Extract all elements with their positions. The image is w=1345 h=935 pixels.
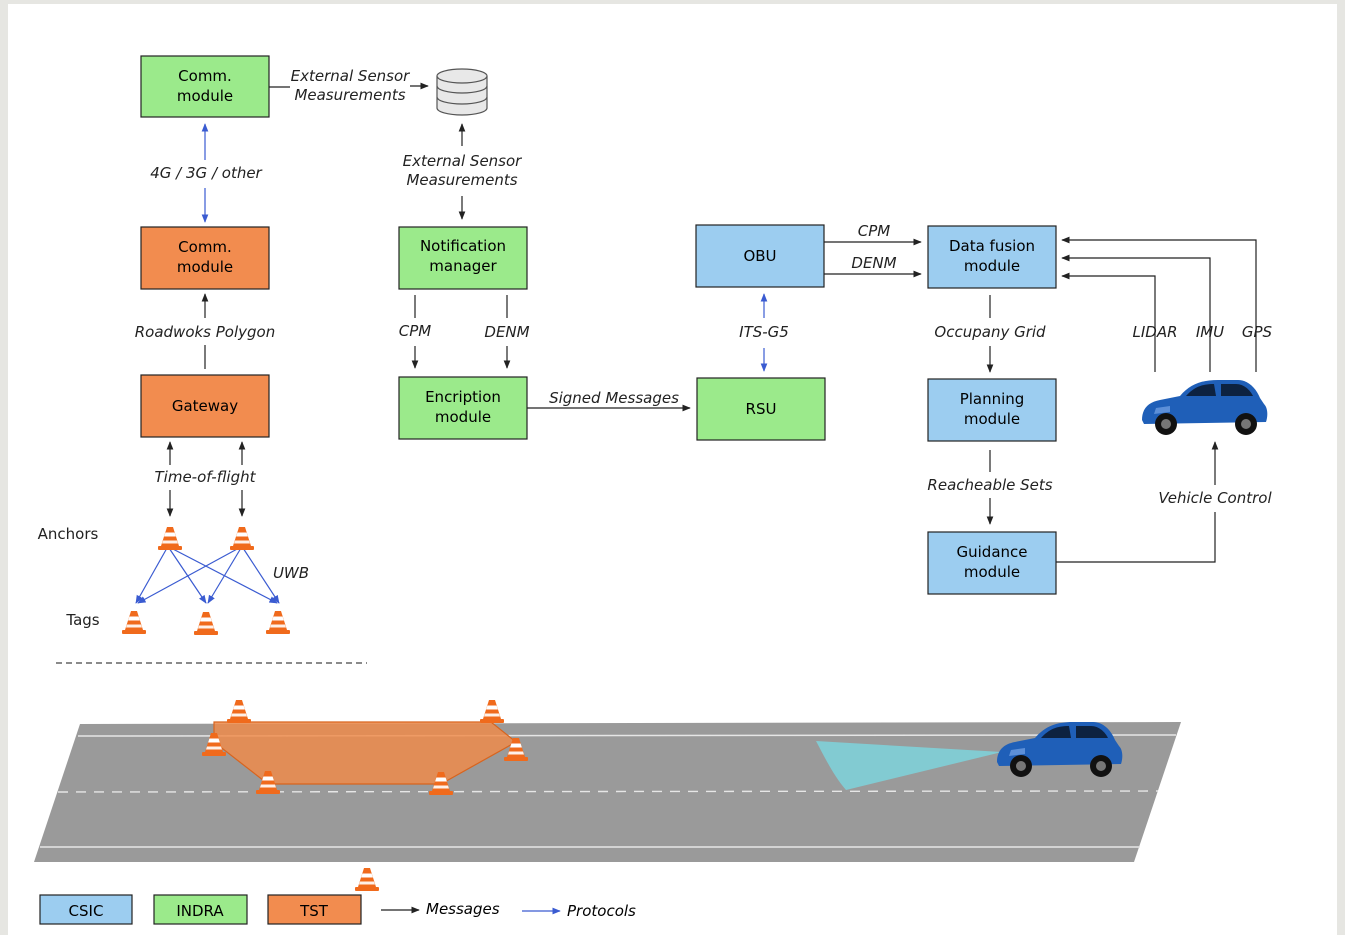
comm-module-tst-label: Comm.module	[177, 238, 233, 276]
obu-label: OBU	[743, 247, 776, 265]
gps-label: GPS	[1242, 323, 1273, 341]
protocol-arrows	[135, 123, 768, 604]
data-fusion-module-box	[927, 225, 1057, 289]
legend-csic-label: CSIC	[69, 902, 104, 920]
uwb-label: UWB	[273, 564, 309, 582]
tag-cone-icon-3	[266, 611, 290, 634]
cpm-label-right: CPM	[858, 222, 891, 240]
road-cone-icon-1	[227, 700, 251, 723]
signed-messages-label: Signed Messages	[549, 389, 679, 407]
road-cone-icon-2	[480, 700, 504, 723]
comm-module-indra-box	[140, 55, 270, 118]
legend: CSIC INDRA TST Messages Protocols	[39, 868, 636, 925]
message-arrows	[166, 82, 1257, 563]
anchors-label: Anchors	[38, 525, 99, 543]
obu-box	[695, 224, 825, 288]
legend-protocols-label: Protocols	[567, 902, 636, 920]
legend-csic-swatch	[39, 894, 133, 925]
network-label: 4G / 3G / other	[150, 164, 262, 182]
comm-module-indra-label: Comm.module	[177, 67, 233, 105]
diagram-frame: Comm.module Comm.module Gateway Notifica…	[8, 4, 1337, 935]
tags-label: Tags	[65, 611, 99, 629]
anchor-cone-icon-1	[158, 527, 182, 550]
rsu-label: RSU	[746, 400, 777, 418]
tag-cone-icon-2	[194, 612, 218, 635]
lidar-label: LIDAR	[1132, 323, 1177, 341]
legend-cone-icon	[355, 868, 379, 891]
vehicle-car-icon	[1142, 380, 1268, 435]
planning-module-box	[927, 378, 1057, 442]
rsu-box	[696, 377, 826, 441]
legend-tst-swatch	[267, 894, 362, 925]
legend-tst-label: TST	[299, 902, 329, 920]
sensor-beam	[816, 741, 1002, 790]
time-of-flight-label: Time-of-flight	[155, 468, 257, 486]
roadworks-polygon-label: Roadwoks Polygon	[135, 323, 276, 341]
road-scene	[34, 700, 1181, 862]
denm-label-right: DENM	[851, 254, 896, 272]
system-architecture-diagram: Comm.module Comm.module Gateway Notifica…	[34, 55, 1273, 925]
legend-indra-swatch	[153, 894, 248, 925]
gateway-label: Gateway	[172, 397, 238, 415]
notification-manager-box	[398, 226, 528, 290]
database-icon	[436, 68, 488, 116]
guidance-module-box	[927, 531, 1057, 595]
occupancy-grid-label: Occupany Grid	[934, 323, 1046, 341]
encription-module-box	[398, 376, 528, 440]
legend-indra-label: INDRA	[176, 902, 224, 920]
tag-cone-icon-1	[122, 611, 146, 634]
denm-label-left: DENM	[484, 323, 529, 341]
vehicle-control-label: Vehicle Control	[1158, 489, 1272, 507]
legend-messages-label: Messages	[426, 900, 500, 918]
comm-module-tst-box	[140, 226, 270, 290]
reachable-sets-label: Reacheable Sets	[927, 476, 1052, 494]
gateway-box	[140, 374, 270, 438]
imu-label: IMU	[1196, 323, 1224, 341]
anchor-cone-icon-2	[230, 527, 254, 550]
its-g5-label: ITS-G5	[739, 323, 789, 341]
cpm-label-left: CPM	[399, 322, 432, 340]
